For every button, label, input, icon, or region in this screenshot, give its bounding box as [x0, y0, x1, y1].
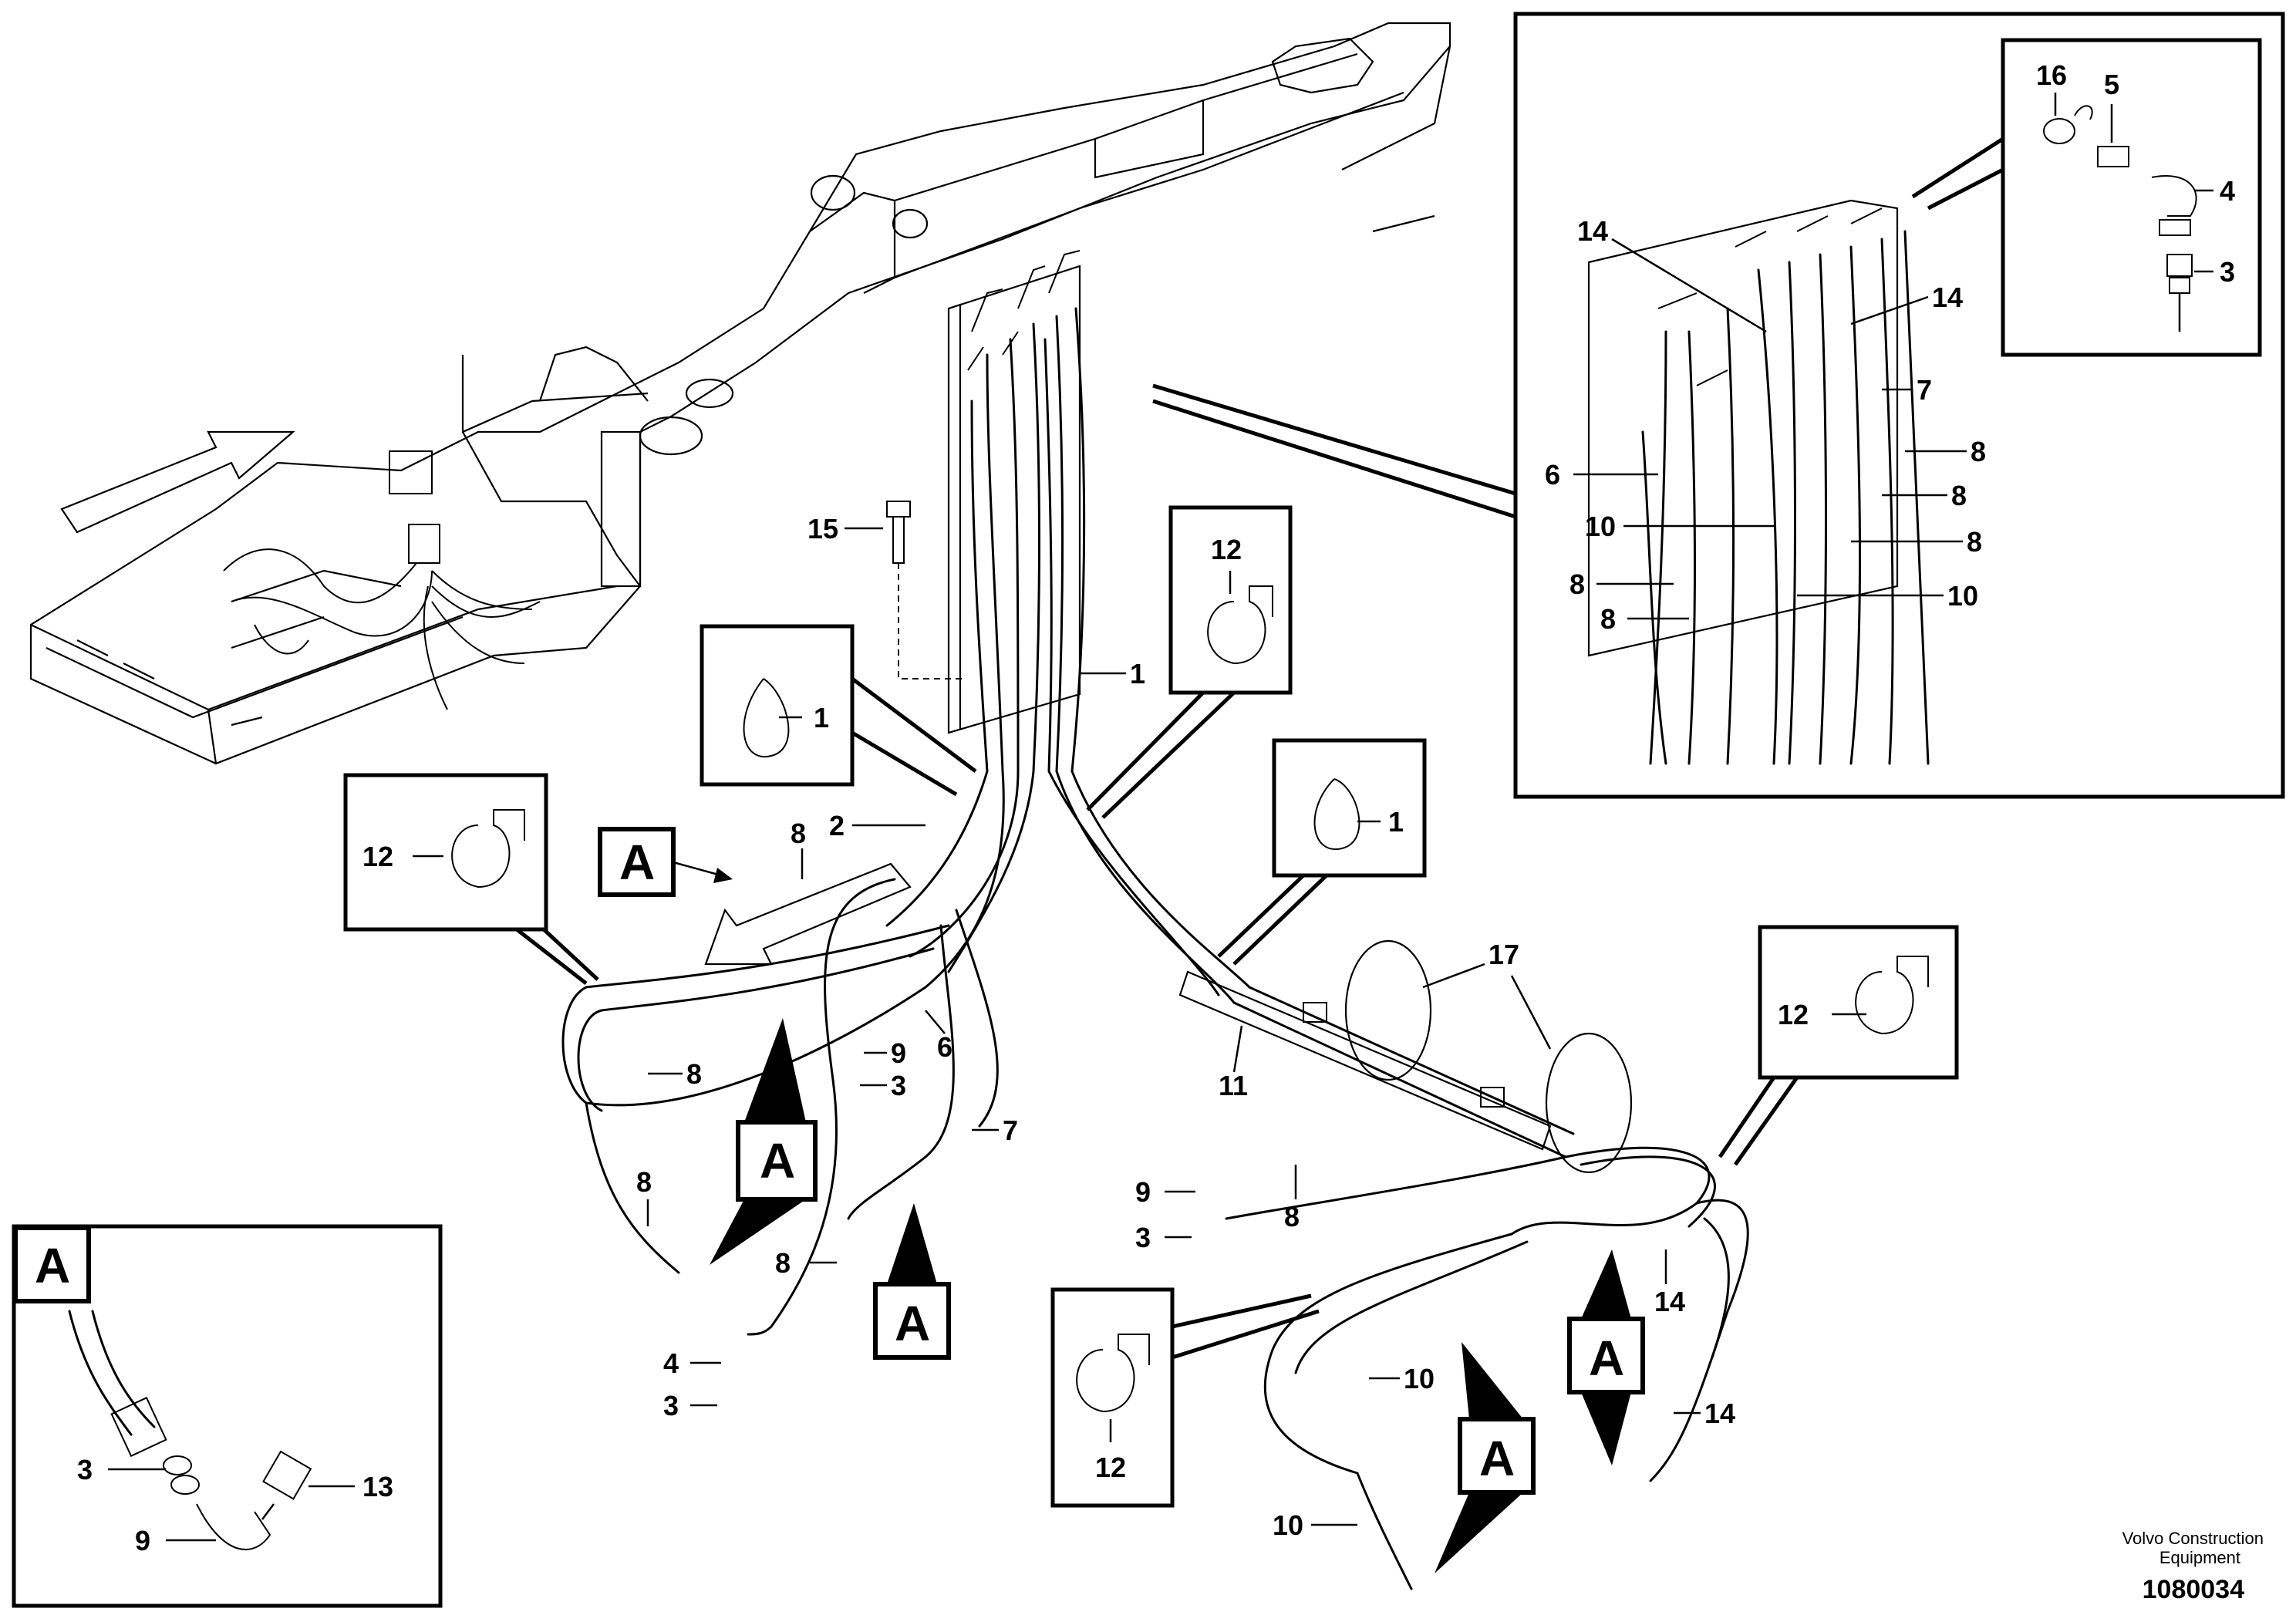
label-14-main-a: 14 — [1654, 1286, 1685, 1317]
label-6-detail: 6 — [1545, 459, 1560, 491]
label-8-main-c: 8 — [636, 1166, 652, 1198]
label-10-detail-a: 10 — [1947, 580, 1978, 612]
a-tag-upper-letter: A — [619, 835, 655, 890]
a-tag-mid-center[interactable] — [873, 1282, 951, 1360]
detail-a-tag[interactable] — [13, 1226, 91, 1303]
label-8-main-d: 8 — [775, 1247, 791, 1279]
hose-runs — [561, 878, 1749, 1590]
label-3-main-b: 3 — [663, 1390, 679, 1421]
a-tag-right[interactable] — [1567, 1317, 1645, 1394]
label-4-main: 4 — [663, 1347, 679, 1379]
label-15: 15 — [807, 513, 838, 545]
label-3-detail-a: 3 — [77, 1454, 93, 1485]
label-10-main-a: 10 — [1404, 1363, 1435, 1394]
detail-a-fittings — [68, 1310, 312, 1551]
a-tag-right-letter: A — [1589, 1330, 1624, 1386]
label-8-main-a: 8 — [791, 818, 806, 849]
label-16-fitting: 16 — [2036, 59, 2067, 91]
label-11: 11 — [1219, 1070, 1248, 1101]
mounting-rail — [1178, 939, 1633, 1174]
a-tag-lower-right-letter: A — [1479, 1431, 1515, 1486]
label-9-main-a: 9 — [891, 1037, 906, 1069]
credit-line-2: Equipment — [2159, 1548, 2240, 1567]
label-6-main: 6 — [937, 1031, 952, 1063]
label-10-detail-b: 10 — [1585, 511, 1616, 542]
label-8-detail-a: 8 — [1971, 436, 1986, 467]
a-tag-mid-left-letter: A — [760, 1133, 795, 1189]
label-8-main-e: 8 — [1284, 1201, 1300, 1233]
callout-box-clamp-left — [343, 773, 548, 932]
label-10-main-b: 10 — [1273, 1509, 1303, 1541]
label-4-fitting: 4 — [2220, 175, 2235, 207]
label-1-box-left: 1 — [814, 702, 829, 733]
detail-box-valve-block — [1513, 12, 2285, 799]
label-12-box-left: 12 — [362, 841, 393, 872]
direction-arrow-down — [704, 862, 912, 966]
callout-box-clamp-bottom — [1050, 1287, 1175, 1508]
label-14-main-b: 14 — [1704, 1398, 1735, 1429]
detail-box-a — [12, 1224, 443, 1608]
label-9-main-b: 9 — [1135, 1176, 1151, 1208]
label-12-box-bottom: 12 — [1095, 1452, 1126, 1483]
label-13-detail-a: 13 — [362, 1471, 393, 1502]
label-17: 17 — [1489, 939, 1519, 970]
label-2: 2 — [829, 810, 845, 841]
a-tag-upper[interactable] — [598, 827, 676, 897]
bolt-15 — [886, 501, 964, 679]
frame-harness — [223, 450, 541, 710]
callout-box-clamp-top — [1168, 505, 1293, 695]
label-7-detail: 7 — [1917, 374, 1932, 406]
label-1-main: 1 — [1130, 658, 1145, 690]
direction-arrow-up — [60, 430, 295, 534]
detail-box-fittings — [2001, 38, 2262, 357]
a-tag-mid-center-letter: A — [895, 1296, 930, 1351]
label-8-detail-b: 8 — [1951, 480, 1967, 511]
detail-a-tag-letter: A — [35, 1238, 70, 1293]
callout-box-clamp-right — [1758, 925, 1959, 1080]
label-8-detail-e: 8 — [1600, 603, 1616, 635]
label-7-main: 7 — [1003, 1114, 1018, 1146]
label-3-main-c: 3 — [1135, 1222, 1151, 1253]
label-3-fitting: 3 — [2220, 256, 2235, 288]
label-14-detail-a: 14 — [1577, 215, 1608, 247]
label-8-detail-d: 8 — [1569, 568, 1585, 600]
callout-box-tie-right — [1272, 738, 1427, 878]
machine-frame — [29, 22, 1451, 765]
label-3-main-a: 3 — [891, 1070, 906, 1101]
label-12-box-right: 12 — [1778, 999, 1809, 1030]
credit-line-1: Volvo Construction — [2122, 1529, 2264, 1548]
callout-box-tie-left — [700, 624, 855, 787]
document-number: 1080034 — [2143, 1575, 2244, 1604]
label-8-main-b: 8 — [686, 1058, 702, 1090]
label-1-box-right: 1 — [1388, 806, 1404, 838]
label-5-fitting: 5 — [2104, 69, 2119, 100]
label-12-box-top: 12 — [1211, 534, 1242, 565]
detail-valve-block — [1587, 199, 1930, 765]
valve-block-assembly — [885, 250, 1251, 1004]
label-8-detail-c: 8 — [1967, 526, 1982, 558]
label-14-detail-b: 14 — [1932, 282, 1963, 313]
label-9-detail-a: 9 — [135, 1525, 150, 1556]
fitting-stack — [2043, 105, 2197, 332]
